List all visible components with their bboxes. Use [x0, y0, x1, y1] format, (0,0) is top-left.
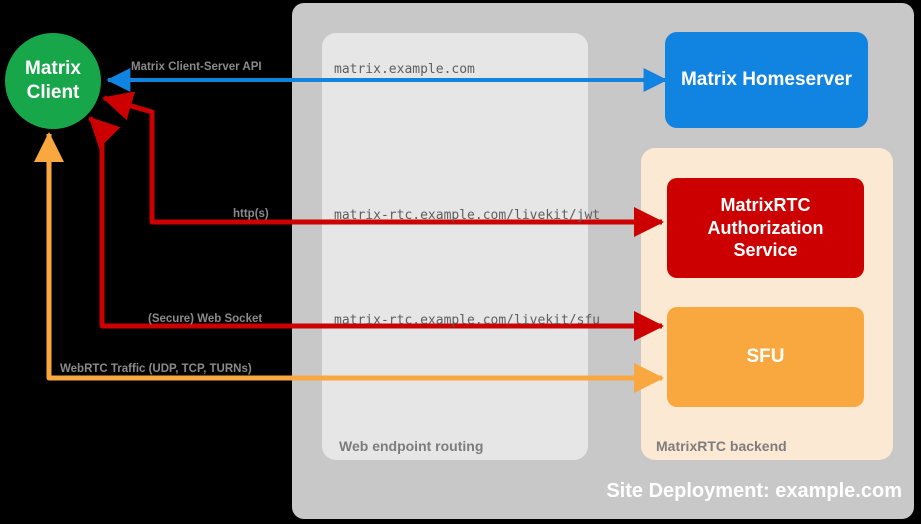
auth-service-label-line3: Service	[733, 240, 798, 261]
endpoint-url-matrix: matrix.example.com	[334, 62, 475, 77]
auth-service-label-line1: MatrixRTC	[720, 195, 811, 216]
flow-https-arrow-outbound	[149, 112, 665, 237]
flow-websocket-arrow-return	[88, 116, 121, 326]
caption-web-endpoint-routing: Web endpoint routing	[339, 438, 484, 454]
flow-label-webrtc: WebRTC Traffic (UDP, TCP, TURNs)	[60, 363, 252, 375]
flow-https-arrow-return	[102, 91, 155, 222]
caption-matrixrtc-backend: MatrixRTC backend	[656, 438, 787, 454]
flow-websocket-arrow-outbound	[99, 130, 665, 341]
matrix-client-label-line2: Client	[26, 82, 80, 103]
flow-label-cs-api: Matrix Client-Server API	[131, 61, 262, 73]
endpoint-url-livekit-jwt: matrix-rtc.example.com/livekit/jwt	[334, 208, 601, 223]
node-sfu[interactable]: SFU	[667, 307, 864, 407]
flow-webrtc-arrow-outbound	[46, 134, 665, 393]
endpoint-url-livekit-sfu: matrix-rtc.example.com/livekit/sfu	[334, 313, 601, 328]
node-matrix-client[interactable]: Matrix Client	[5, 33, 101, 129]
auth-service-label-line2: Authorization	[707, 217, 824, 238]
sfu-label: SFU	[746, 346, 785, 368]
node-matrixrtc-authorization-service[interactable]: MatrixRTC Authorization Service	[667, 178, 864, 278]
matrix-homeserver-label: Matrix Homeserver	[680, 69, 853, 91]
flow-label-websocket: (Secure) Web Socket	[148, 313, 263, 325]
node-matrix-homeserver[interactable]: Matrix Homeserver	[665, 32, 868, 128]
caption-site-deployment: Site Deployment: example.com	[606, 480, 902, 502]
matrix-client-label-line1: Matrix	[25, 58, 81, 80]
flow-label-https: http(s)	[233, 208, 269, 220]
web-endpoint-routing-container	[322, 33, 588, 460]
